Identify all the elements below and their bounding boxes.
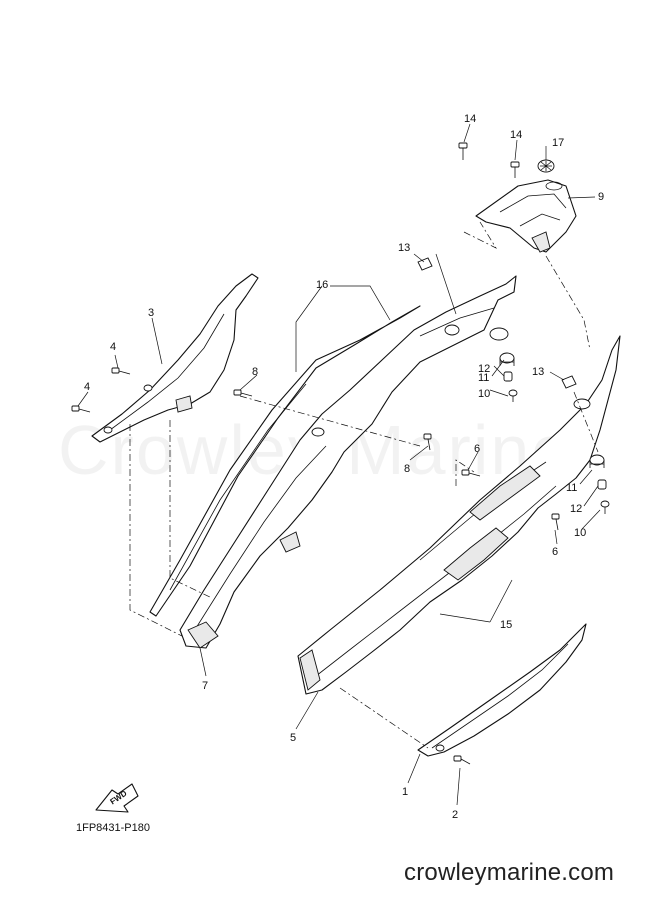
callout-5: 5 — [290, 732, 296, 744]
part-7-frame-cover[interactable] — [179, 275, 517, 649]
part-9-rear-cover[interactable] — [475, 179, 577, 253]
part-1-lower-panel[interactable] — [417, 623, 587, 757]
callout-10-upper: 10 — [478, 388, 490, 400]
leader-lines — [77, 123, 601, 806]
part-13-clip-a[interactable] — [417, 257, 433, 271]
part-6-screw-b[interactable] — [551, 513, 560, 531]
part-5-side-cover[interactable] — [297, 335, 621, 695]
callout-3: 3 — [148, 307, 154, 319]
drawing-id: 1FP8431-P180 — [76, 822, 150, 834]
callout-11-lower: 11 — [566, 482, 577, 494]
part-2-screw[interactable] — [453, 755, 471, 765]
callout-13-lower: 13 — [532, 366, 544, 378]
part-10-screw-a[interactable] — [508, 389, 518, 402]
callout-4-lower: 4 — [84, 381, 90, 393]
callout-14-right: 14 — [510, 129, 522, 141]
part-8-screw-a[interactable] — [233, 389, 253, 397]
callout-7: 7 — [202, 680, 208, 692]
callout-6-upper: 6 — [474, 443, 480, 455]
part-16-side-rail[interactable] — [149, 305, 421, 617]
callout-12-lower: 12 — [570, 503, 582, 515]
callout-13-upper: 13 — [398, 242, 410, 254]
part-14-screw-a[interactable] — [458, 142, 468, 160]
callout-8-lower: 8 — [404, 463, 410, 475]
part-14-screw-b[interactable] — [510, 161, 520, 178]
callout-8-upper: 8 — [252, 366, 258, 378]
alignment-lines — [129, 221, 599, 749]
callout-14-left: 14 — [464, 113, 476, 125]
part-4-screw-b[interactable] — [71, 405, 91, 413]
callout-labels: 1 2 3 4 4 5 6 6 7 8 8 9 10 10 11 11 12 1… — [84, 113, 604, 821]
callout-1: 1 — [402, 786, 408, 798]
part-13-clip-b[interactable] — [561, 375, 577, 389]
fwd-arrow-icon: FWD — [95, 783, 139, 813]
part-4-screw-a[interactable] — [111, 367, 131, 375]
callout-17: 17 — [552, 137, 564, 149]
callout-4-upper: 4 — [110, 341, 116, 353]
callout-9: 9 — [598, 191, 604, 203]
callout-10-lower: 10 — [574, 527, 586, 539]
callout-2: 2 — [452, 809, 458, 821]
callout-11-upper: 11 — [478, 372, 489, 384]
part-11-damper-b[interactable] — [589, 454, 605, 468]
part-12-collar-a[interactable] — [503, 371, 513, 382]
part-3-front-panel[interactable] — [91, 273, 259, 443]
callout-6-lower: 6 — [552, 546, 558, 558]
part-6-screw-a[interactable] — [461, 469, 481, 477]
part-11-damper-a[interactable] — [499, 352, 515, 366]
part-12-collar-b[interactable] — [597, 479, 607, 490]
callout-16: 16 — [316, 279, 328, 291]
site-url-text[interactable]: crowleymarine.com — [404, 859, 615, 886]
part-8-screw-b[interactable] — [423, 433, 432, 451]
callout-15: 15 — [500, 619, 512, 631]
part-10-screw-b[interactable] — [600, 500, 610, 514]
callout-12-upper: 12 — [478, 363, 490, 375]
